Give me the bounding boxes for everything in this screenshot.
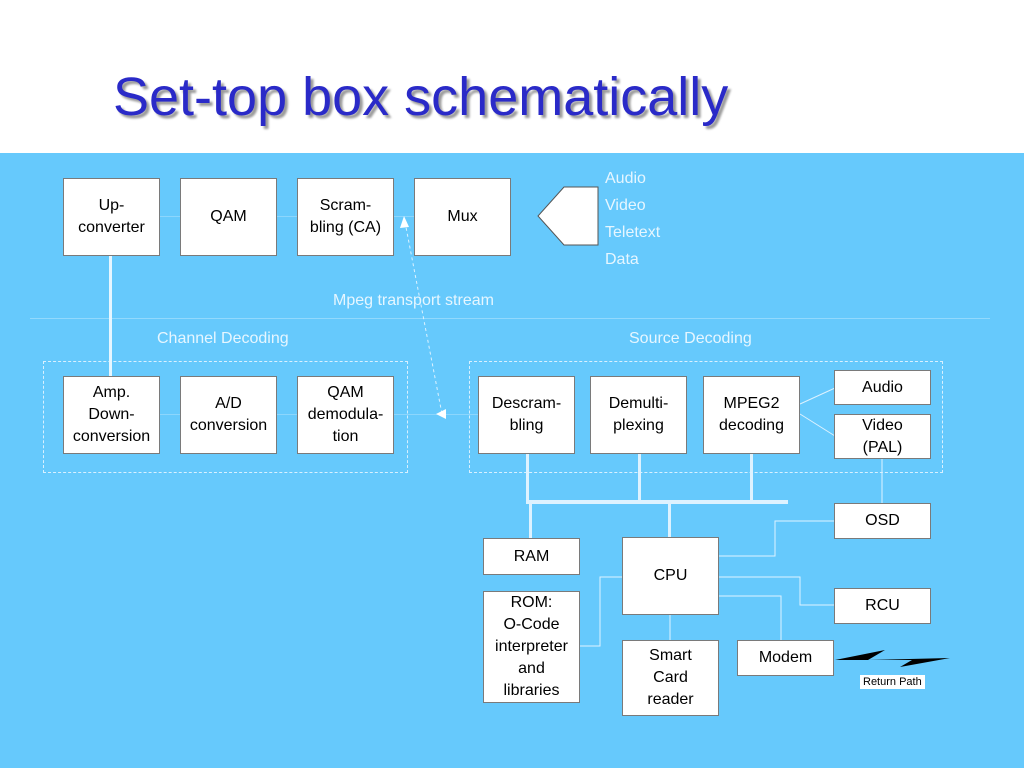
rcu-block: RCU	[834, 588, 931, 624]
cpu-rcu-link	[719, 576, 835, 606]
amp-downconversion-block: Amp. Down- conversion	[63, 376, 160, 454]
transport-stream-label: Mpeg transport stream	[333, 292, 494, 309]
modem-block: Modem	[737, 640, 834, 676]
return-path-label: Return Path	[860, 675, 925, 689]
mpeg2-video-link	[799, 413, 836, 437]
smartcard-reader-block: Smart Card reader	[622, 640, 719, 716]
separator-line	[30, 318, 990, 319]
video-output-block: Video (PAL)	[834, 414, 931, 459]
cpu-block: CPU	[622, 537, 719, 615]
channel-decoding-group	[43, 361, 408, 473]
input-arrow	[537, 186, 599, 246]
system-bus	[526, 500, 788, 504]
bus-descrambling-link	[526, 453, 529, 501]
bus-cpu-link	[668, 503, 671, 538]
mux-block: Mux	[414, 178, 511, 256]
input-data: Data	[605, 251, 639, 268]
descrambling-block: Descram- bling	[478, 376, 575, 454]
qam-demodulation-block: QAM demodula- tion	[297, 376, 394, 454]
return-path-bolt-icon	[835, 650, 950, 667]
bus-ram-link	[529, 503, 532, 539]
bus-demux-link	[638, 453, 641, 501]
audio-output-block: Audio	[834, 370, 931, 405]
channel-decoding-label: Channel Decoding	[157, 330, 289, 347]
transport-stream-link	[404, 221, 443, 415]
input-audio: Audio	[605, 170, 646, 187]
rom-block: ROM: O-Code interpreter and libraries	[483, 591, 580, 703]
demultiplexing-block: Demulti- plexing	[590, 376, 687, 454]
bus-mpeg2-link	[750, 453, 753, 501]
ad-conversion-block: A/D conversion	[180, 376, 277, 454]
input-video: Video	[605, 197, 646, 214]
source-decoding-group	[469, 361, 943, 473]
osd-block: OSD	[834, 503, 931, 539]
cpu-modem-link	[719, 595, 782, 640]
input-list: Audio Video Teletext Data	[605, 165, 660, 273]
scrambling-block: Scram- bling (CA)	[297, 178, 394, 256]
qam-block: QAM	[180, 178, 277, 256]
cross-link-line	[160, 216, 415, 217]
upconverter-block: Up- converter	[63, 178, 160, 256]
cpu-osd-link	[719, 520, 835, 557]
upconverter-connector	[109, 255, 112, 376]
cpu-rom-link	[580, 576, 622, 647]
mpeg2-decoding-block: MPEG2 decoding	[703, 376, 800, 454]
ram-block: RAM	[483, 538, 580, 575]
source-decoding-label: Source Decoding	[629, 330, 752, 347]
mpeg2-audio-link	[799, 387, 836, 405]
transport-stream-arrow-up	[400, 216, 409, 228]
page-title: Set-top box schematically	[113, 67, 729, 127]
input-teletext: Teletext	[605, 224, 661, 241]
transport-stream-arrow-left	[436, 409, 446, 419]
